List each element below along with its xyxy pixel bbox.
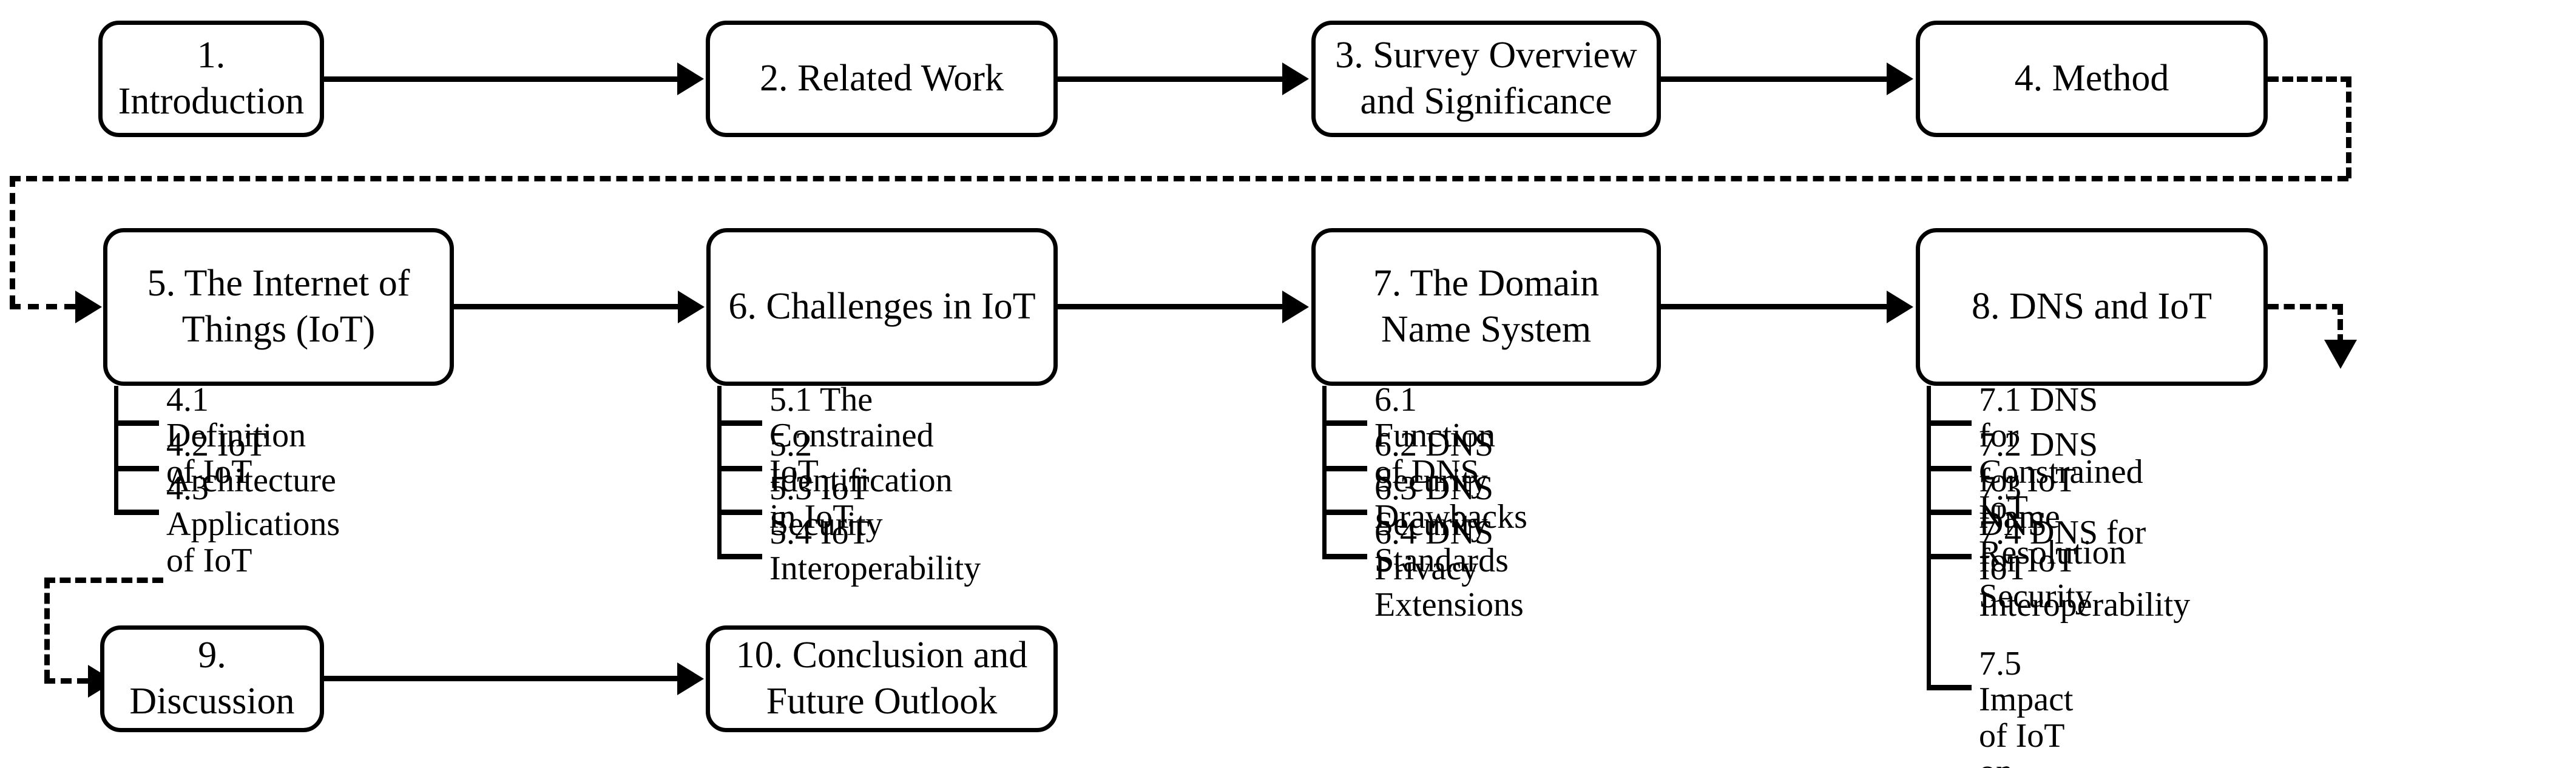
subtree-tick: [717, 510, 762, 515]
dashed-4to5-seg-enter: [10, 304, 75, 309]
subsection-item[interactable]: 6.1 Function of DNS: [1374, 381, 1496, 491]
subtree-tick: [1322, 510, 1367, 515]
subsection-item[interactable]: 7.5 Impact of IoT on DNS: [1979, 645, 2074, 768]
subsection-item[interactable]: 7.1 DNS for Constrained IoT: [1979, 381, 2143, 527]
subsection-item[interactable]: 5.1 The Constrained IoT: [769, 381, 934, 491]
subsection-item[interactable]: 5.3 IoT Security: [769, 470, 883, 544]
connector-1-to-2: [324, 76, 677, 82]
subsection-item[interactable]: 7.3 DNS for IoT Security: [1979, 470, 2092, 616]
subtree-spine: [1322, 386, 1327, 557]
node-section-6[interactable]: 6. Challenges in IoT: [706, 228, 1058, 386]
subtree-tick: [114, 466, 159, 471]
node-section-10-label: 10. Conclusion and Future Outlook: [735, 635, 1028, 722]
arrowhead-2-to-3: [1282, 62, 1309, 95]
subsection-item[interactable]: 5.2 Identification in IoT: [769, 426, 953, 536]
subtree-spine: [114, 386, 118, 513]
connector-7-to-8: [1661, 304, 1887, 309]
dashed-4to5-seg-down-right: [2346, 76, 2351, 178]
node-section-8[interactable]: 8. DNS and IoT: [1916, 228, 2268, 386]
connector-3-to-4: [1661, 76, 1887, 82]
dashed-8to9-seg-right: [2268, 304, 2343, 309]
subsection-item[interactable]: 6.2 DNS Security Drawbacks: [1374, 426, 1527, 536]
subtree-tick: [1927, 510, 1972, 515]
node-section-3[interactable]: 3. Survey Overview and Significance: [1311, 21, 1661, 137]
node-section-1-label: 1. Introduction: [118, 35, 305, 122]
arrowhead-1-to-2: [677, 62, 704, 95]
node-section-10[interactable]: 10. Conclusion and Future Outlook: [706, 625, 1058, 732]
subtree-tick: [114, 510, 159, 515]
node-section-1[interactable]: 1. Introduction: [98, 21, 324, 137]
node-section-5[interactable]: 5. The Internet of Things (IoT): [103, 228, 454, 386]
dashed-to9-seg-enter: [44, 678, 88, 684]
subtree-tick: [1927, 685, 1972, 690]
node-section-4-label: 4. Method: [2014, 58, 2169, 99]
node-section-7[interactable]: 7. The Domain Name System: [1311, 228, 1661, 386]
arrowhead-7-to-8: [1887, 291, 1913, 323]
subsection-item[interactable]: 6.3 DNS Security Standards: [1374, 470, 1509, 579]
subtree-tick: [1322, 420, 1367, 426]
subtree-tick: [1927, 466, 1972, 471]
connector-5-to-6: [454, 304, 678, 309]
dashed-to9-seg-down: [44, 578, 50, 681]
subtree-tick: [114, 420, 159, 426]
arrowhead-6-to-7: [1282, 291, 1309, 323]
node-section-9[interactable]: 9. Discussion: [100, 625, 324, 732]
subtree-tick: [717, 554, 762, 559]
subsection-item[interactable]: 4.3 Applications of IoT: [166, 470, 340, 579]
dashed-8to9-seg-down: [2338, 304, 2343, 345]
dashed-to9-seg-top: [44, 578, 163, 583]
node-section-8-label: 8. DNS and IoT: [1971, 286, 2213, 328]
node-section-2[interactable]: 2. Related Work: [706, 21, 1058, 137]
dashed-4to5-seg-down-left: [10, 176, 15, 306]
subtree-spine: [717, 386, 722, 557]
dashed-4to5-seg-across: [10, 176, 2348, 181]
connector-2-to-3: [1058, 76, 1282, 82]
arrowhead-3-to-4: [1887, 62, 1913, 95]
subtree-tick: [1322, 466, 1367, 471]
node-section-7-label: 7. The Domain Name System: [1373, 263, 1600, 350]
node-section-6-label: 6. Challenges in IoT: [728, 286, 1036, 328]
node-section-2-label: 2. Related Work: [760, 58, 1004, 99]
subtree-tick: [717, 420, 762, 426]
subtree-spine: [1927, 386, 1931, 689]
node-section-9-label: 9. Discussion: [129, 635, 295, 722]
arrowhead-8-down: [2324, 340, 2357, 369]
arrowhead-4-to-5: [75, 291, 102, 323]
subsection-item[interactable]: 5.4 IoT Interoperability: [769, 514, 981, 588]
node-section-5-label: 5. The Internet of Things (IoT): [147, 263, 410, 350]
subsection-item[interactable]: 4.2 IoT Architecture: [166, 426, 336, 500]
connector-6-to-7: [1058, 304, 1282, 309]
node-section-3-label: 3. Survey Overview and Significance: [1335, 35, 1637, 122]
subsection-item[interactable]: 4.1 Definition of IoT: [166, 381, 306, 491]
connector-9-to-10: [324, 676, 677, 681]
subsection-item[interactable]: 7.2 DNS for IoT Name Resolution: [1979, 426, 2126, 572]
subsection-item[interactable]: 6.4 DNS Privacy Extensions: [1374, 514, 1524, 624]
subsection-item[interactable]: 7.4 DNS for IoT Interoperability: [1979, 514, 2191, 624]
dashed-4to5-seg-right: [2268, 76, 2351, 82]
subtree-tick: [1927, 420, 1972, 426]
node-section-4[interactable]: 4. Method: [1916, 21, 2268, 137]
arrowhead-9-to-10: [677, 662, 704, 695]
arrowhead-5-to-6: [678, 291, 705, 323]
subtree-tick: [1322, 554, 1367, 559]
subtree-tick: [1927, 554, 1972, 559]
subtree-tick: [717, 466, 762, 471]
